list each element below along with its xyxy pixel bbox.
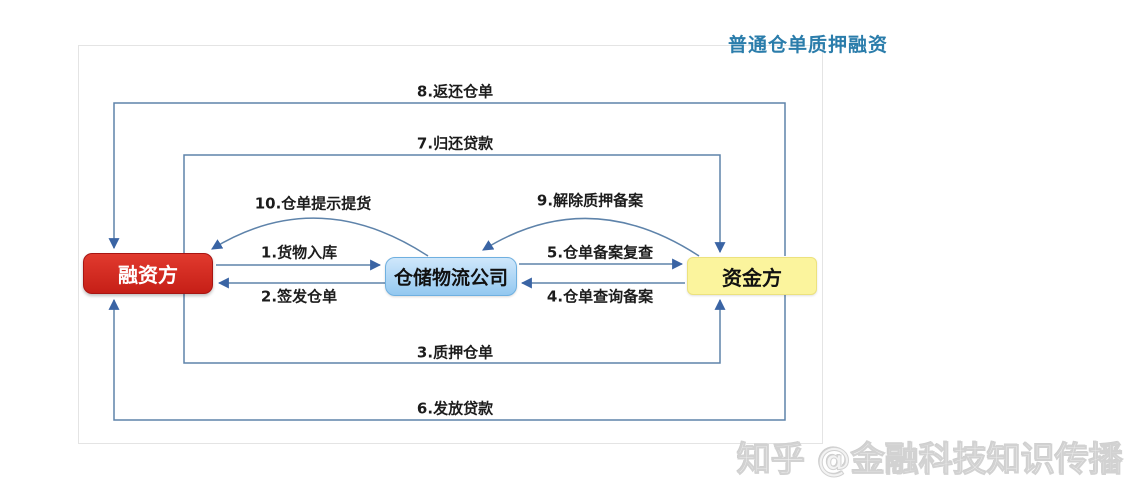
edge-label-4: 4.仓单查询备案: [546, 287, 654, 306]
node-funder: 资金方: [687, 257, 817, 295]
edge-label-2: 2.签发仓单: [260, 287, 338, 306]
node-warehouse: 仓储物流公司: [385, 257, 517, 296]
node-financier-label: 融资方: [118, 263, 178, 287]
edge-label-5: 5.仓单备案复查: [546, 243, 654, 262]
edge-label-7: 7.归还贷款: [416, 134, 494, 153]
edge-6-grant-loan: [108, 295, 786, 421]
edge-label-1: 1.货物入库: [260, 243, 338, 262]
edge-10-pickup-notice: [211, 217, 429, 257]
edge-label-9: 9.解除质押备案: [536, 191, 644, 210]
diagram-title: 普通仓单质押融资: [728, 34, 889, 56]
edge-7-repay-loan: [183, 154, 726, 254]
diagram-frame: [78, 45, 823, 444]
watermark: 知乎 @金融科技知识传播: [737, 440, 1124, 481]
node-warehouse-label: 仓储物流公司: [393, 267, 508, 289]
edge-label-8: 8.返还仓单: [416, 82, 494, 101]
edge-9-release-pledge: [482, 217, 700, 257]
edge-label-6: 6.发放贷款: [416, 399, 494, 418]
node-funder-label: 资金方: [722, 265, 782, 290]
edge-label-10: 10.仓单提示提货: [254, 194, 372, 213]
edge-8-return-receipt: [108, 102, 786, 256]
node-financier: 融资方: [83, 253, 213, 294]
edge-label-3: 3.质押仓单: [416, 343, 494, 362]
edge-3-pledge-receipt: [183, 294, 726, 364]
